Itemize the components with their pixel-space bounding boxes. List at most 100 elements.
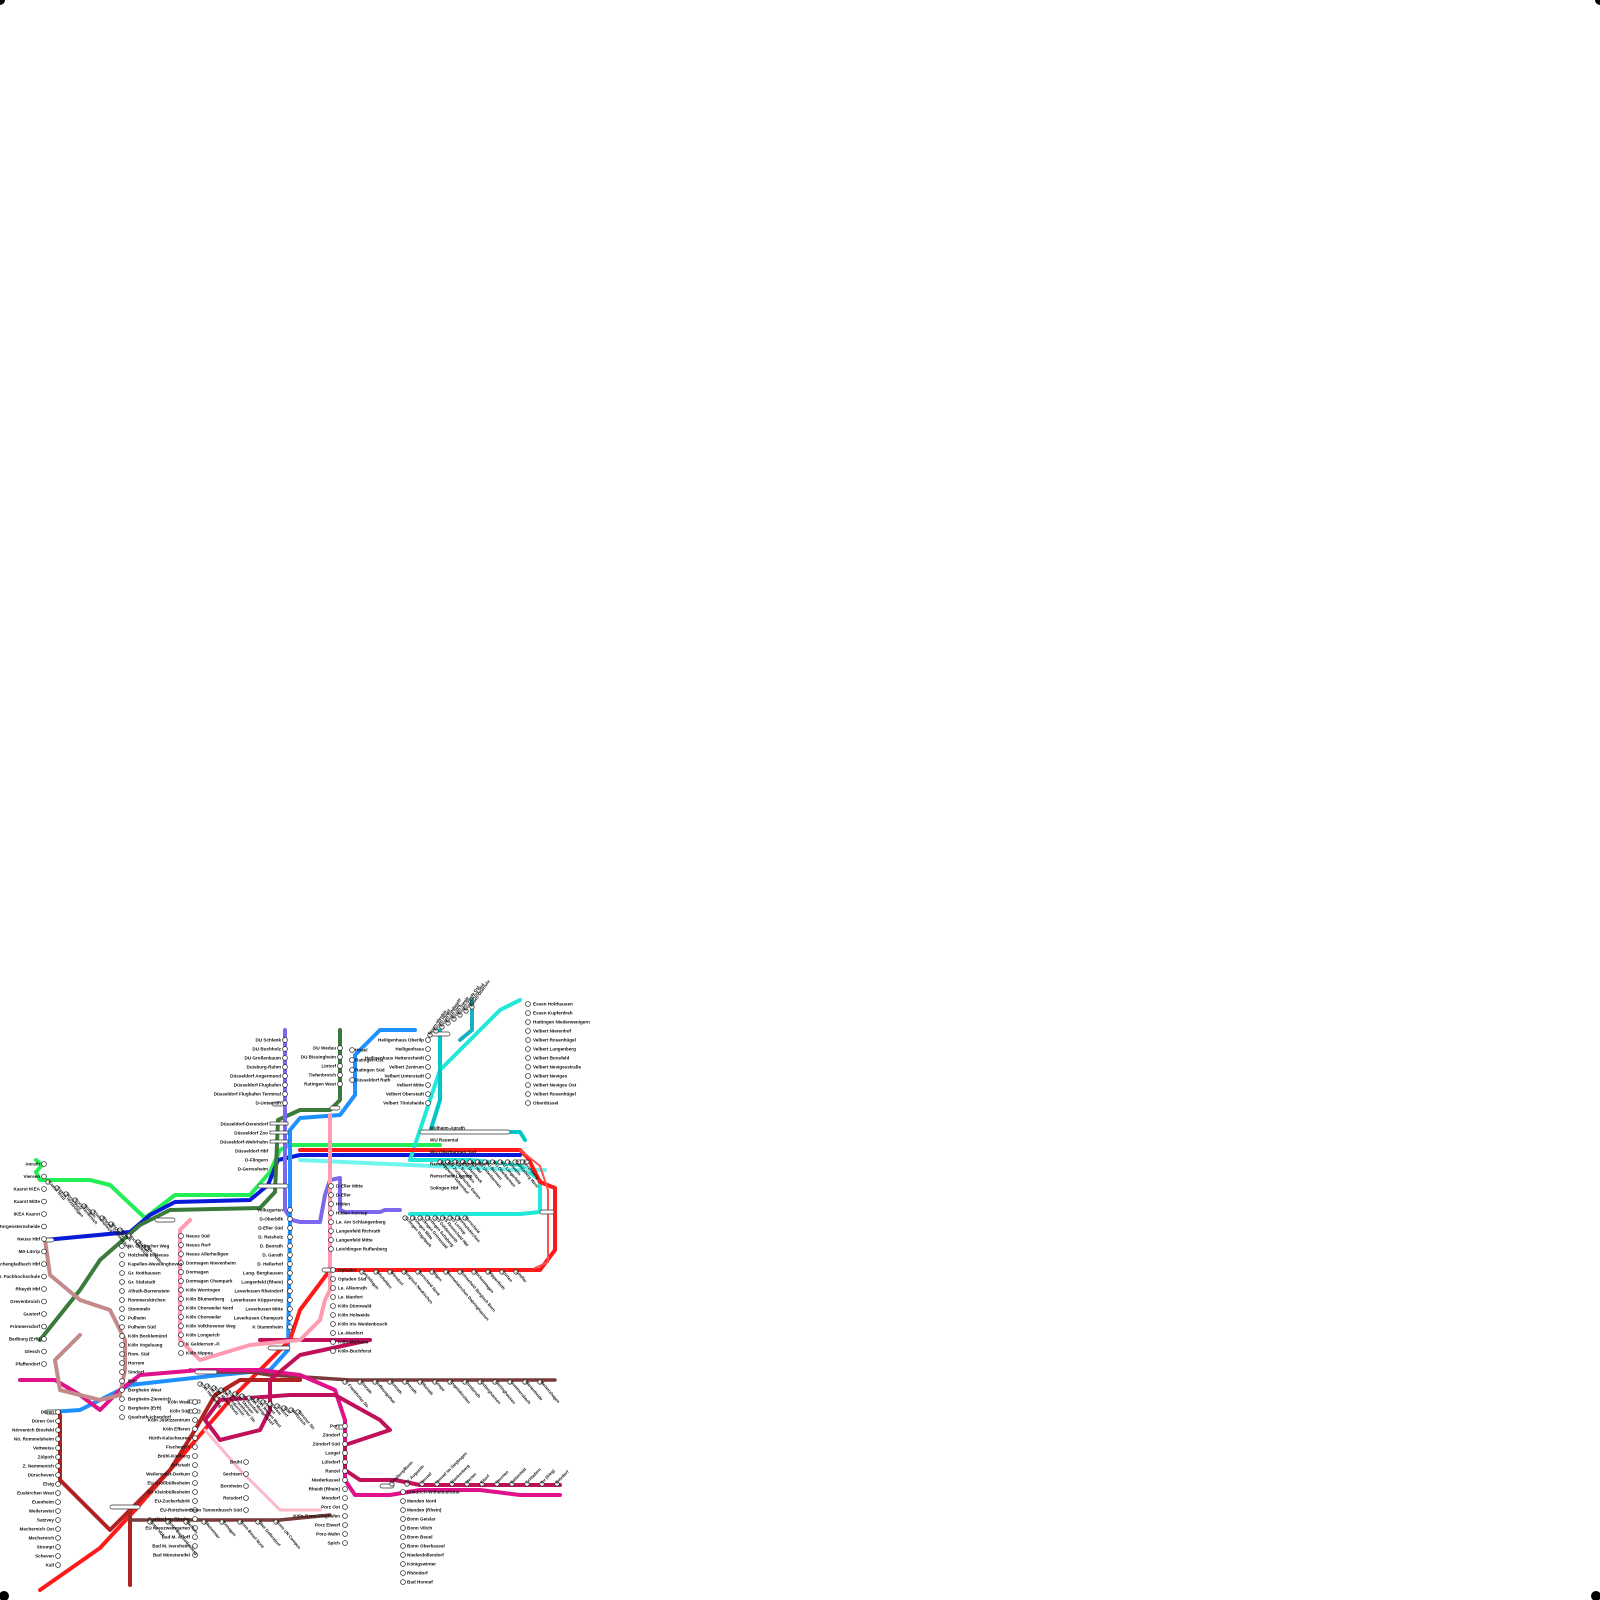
station-dot[interactable] xyxy=(56,1491,61,1496)
station-dot[interactable] xyxy=(338,1055,343,1060)
station-dot[interactable] xyxy=(401,1571,406,1576)
station-dot[interactable] xyxy=(179,1252,184,1257)
station-dot[interactable] xyxy=(42,1174,47,1179)
station-dot[interactable] xyxy=(193,1400,198,1405)
station-dot[interactable] xyxy=(526,1101,531,1106)
station-dot[interactable] xyxy=(193,1445,198,1450)
station-dot[interactable] xyxy=(283,1083,288,1088)
station-dot[interactable] xyxy=(244,1460,249,1465)
station-dot[interactable] xyxy=(179,1270,184,1275)
station-dot[interactable] xyxy=(288,1244,293,1249)
station-dot[interactable] xyxy=(288,1253,293,1258)
station-dot[interactable] xyxy=(329,1229,334,1234)
station-dot[interactable] xyxy=(329,1202,334,1207)
station-dot[interactable] xyxy=(426,1083,431,1088)
station-dot[interactable] xyxy=(526,1020,531,1025)
station-dot[interactable] xyxy=(343,1514,348,1519)
station-dot[interactable] xyxy=(42,1212,47,1217)
station-dot[interactable] xyxy=(179,1243,184,1248)
station-dot[interactable] xyxy=(56,1527,61,1532)
station-dot[interactable] xyxy=(244,1508,249,1513)
station-dot[interactable] xyxy=(120,1388,125,1393)
station-dot[interactable] xyxy=(329,1220,334,1225)
station-dot[interactable] xyxy=(120,1307,125,1312)
station-bar-euskirchen[interactable] xyxy=(110,1505,140,1509)
station-dot[interactable] xyxy=(526,1065,531,1070)
station-dot[interactable] xyxy=(426,1047,431,1052)
station-dot[interactable] xyxy=(56,1419,61,1424)
station-dot[interactable] xyxy=(244,1496,249,1501)
station-dot[interactable] xyxy=(193,1481,198,1486)
station-dot[interactable] xyxy=(350,1058,355,1063)
station-dot[interactable] xyxy=(401,1562,406,1567)
station-dot[interactable] xyxy=(193,1436,198,1441)
station-dot[interactable] xyxy=(426,1065,431,1070)
station-dot[interactable] xyxy=(120,1397,125,1402)
station-dot[interactable] xyxy=(56,1437,61,1442)
station-dot[interactable] xyxy=(179,1288,184,1293)
station-dot[interactable] xyxy=(288,1226,293,1231)
station-dot[interactable] xyxy=(343,1532,348,1537)
station-dot[interactable] xyxy=(193,1535,198,1540)
station-dot[interactable] xyxy=(283,1101,288,1106)
station-dot[interactable] xyxy=(193,1472,198,1477)
station-dot[interactable] xyxy=(350,1048,355,1053)
station-dot[interactable] xyxy=(526,1029,531,1034)
station-dot[interactable] xyxy=(331,1286,336,1291)
station-dot[interactable] xyxy=(56,1446,61,1451)
station-dot[interactable] xyxy=(343,1451,348,1456)
station-dot[interactable] xyxy=(329,1184,334,1189)
station-bar-mettmann[interactable] xyxy=(420,1130,510,1134)
station-dot[interactable] xyxy=(120,1361,125,1366)
station-dot[interactable] xyxy=(288,1307,293,1312)
station-bar-essen[interactable] xyxy=(430,1032,450,1036)
station-dot[interactable] xyxy=(179,1297,184,1302)
station-dot[interactable] xyxy=(526,1002,531,1007)
station-dot[interactable] xyxy=(331,1277,336,1282)
station-dot[interactable] xyxy=(120,1271,125,1276)
station-dot[interactable] xyxy=(193,1418,198,1423)
station-dot[interactable] xyxy=(120,1334,125,1339)
station-dot[interactable] xyxy=(343,1442,348,1447)
station-dot[interactable] xyxy=(426,1074,431,1079)
station-dot[interactable] xyxy=(288,1298,293,1303)
station-dot[interactable] xyxy=(401,1553,406,1558)
station-dot[interactable] xyxy=(283,1038,288,1043)
station-dot[interactable] xyxy=(343,1487,348,1492)
station-dot[interactable] xyxy=(193,1427,198,1432)
station-dot[interactable] xyxy=(42,1249,47,1254)
station-dot[interactable] xyxy=(331,1295,336,1300)
station-dot[interactable] xyxy=(343,1424,348,1429)
station-dot[interactable] xyxy=(120,1298,125,1303)
station-dot[interactable] xyxy=(120,1352,125,1357)
station-dot[interactable] xyxy=(179,1324,184,1329)
station-dot[interactable] xyxy=(120,1262,125,1267)
station-dot[interactable] xyxy=(331,1268,336,1273)
station-bar-wupp-hbf[interactable] xyxy=(540,1210,554,1214)
station-dot[interactable] xyxy=(120,1370,125,1375)
station-dot[interactable] xyxy=(56,1509,61,1514)
station-dot[interactable] xyxy=(56,1536,61,1541)
station-dot[interactable] xyxy=(193,1517,198,1522)
station-dot[interactable] xyxy=(42,1349,47,1354)
station-dot[interactable] xyxy=(329,1211,334,1216)
station-bar-d-zoo[interactable] xyxy=(270,1131,288,1134)
station-dot[interactable] xyxy=(42,1312,47,1317)
station-dot[interactable] xyxy=(42,1162,47,1167)
station-dot[interactable] xyxy=(120,1406,125,1411)
station-dot[interactable] xyxy=(329,1247,334,1252)
station-bar-koeln-muelheim[interactable] xyxy=(268,1346,290,1350)
station-dot[interactable] xyxy=(56,1455,61,1460)
station-dot[interactable] xyxy=(331,1304,336,1309)
station-dot[interactable] xyxy=(288,1235,293,1240)
station-dot[interactable] xyxy=(331,1313,336,1318)
station-dot[interactable] xyxy=(343,1523,348,1528)
station-dot[interactable] xyxy=(120,1289,125,1294)
station-dot[interactable] xyxy=(120,1415,125,1420)
station-dot[interactable] xyxy=(426,1101,431,1106)
station-bar-duesseldorf-hbf[interactable] xyxy=(258,1184,288,1188)
station-dot[interactable] xyxy=(526,1038,531,1043)
station-dot[interactable] xyxy=(193,1490,198,1495)
station-dot[interactable] xyxy=(179,1279,184,1284)
station-dot[interactable] xyxy=(288,1208,293,1213)
